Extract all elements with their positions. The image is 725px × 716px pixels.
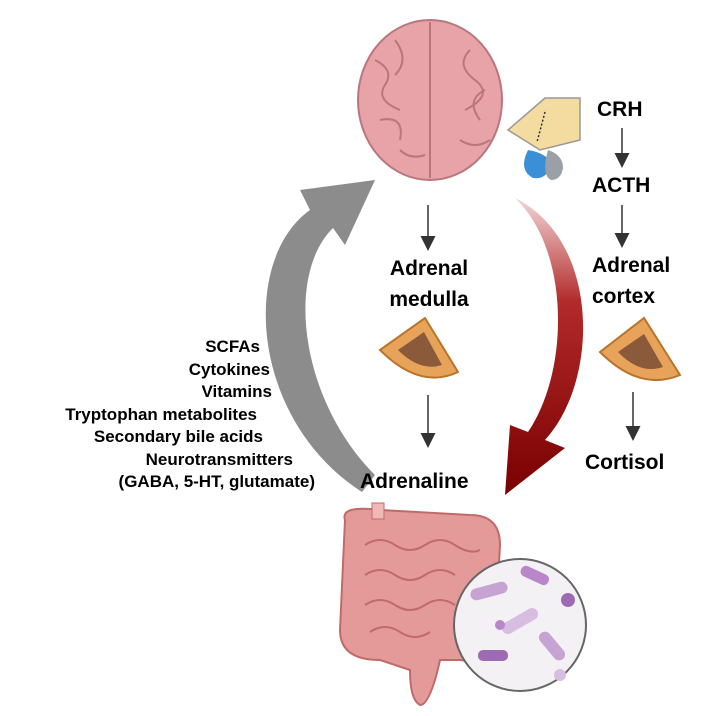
signal-vitamins: Vitamins: [201, 382, 272, 401]
adrenaline-label: Adrenaline: [360, 470, 469, 493]
acth-label: ACTH: [592, 174, 651, 197]
brain-to-gut-arrow: [505, 198, 584, 495]
signal-scfas: SCFAs: [205, 337, 260, 356]
adrenal-medulla-label: Adrenal medulla: [380, 253, 478, 315]
signal-neurotransmitters: Neurotransmitters: [145, 449, 293, 469]
pituitary-icon: [506, 97, 581, 180]
adrenal-cortex-label: Adrenal cortex: [592, 250, 670, 312]
cortisol-label: Cortisol: [585, 451, 665, 474]
signal-neurotransmitter-examples: (GABA, 5-HT, glutamate): [118, 472, 315, 491]
adrenal-cortex-line-1: Adrenal: [592, 254, 671, 277]
adrenal-medulla-line-1: Adrenal: [389, 257, 469, 280]
signal-tryptophan-metabolites: Tryptophan metabolites: [65, 404, 257, 424]
adrenal-medulla-gland-icon: [378, 316, 460, 379]
adrenal-cortex-gland-icon: [598, 316, 682, 382]
flow-arrows: [420, 128, 641, 448]
signal-secondary-bile-acids: Secondary bile acids: [93, 427, 263, 446]
adrenal-medulla-line-2: medulla: [389, 288, 469, 311]
signal-cytokines: Cytokines: [188, 359, 270, 379]
crh-label: CRH: [597, 98, 643, 121]
gut-microbiota-icon: [453, 558, 587, 692]
adrenal-cortex-line-2: cortex: [592, 285, 656, 308]
gut-to-brain-arrow: [265, 180, 375, 492]
brain-icon: [357, 19, 503, 181]
gut-to-brain-signals-list: SCFAs Cytokines Vitamins Tryptophan meta…: [65, 336, 320, 494]
intestine-icon: [338, 502, 502, 707]
